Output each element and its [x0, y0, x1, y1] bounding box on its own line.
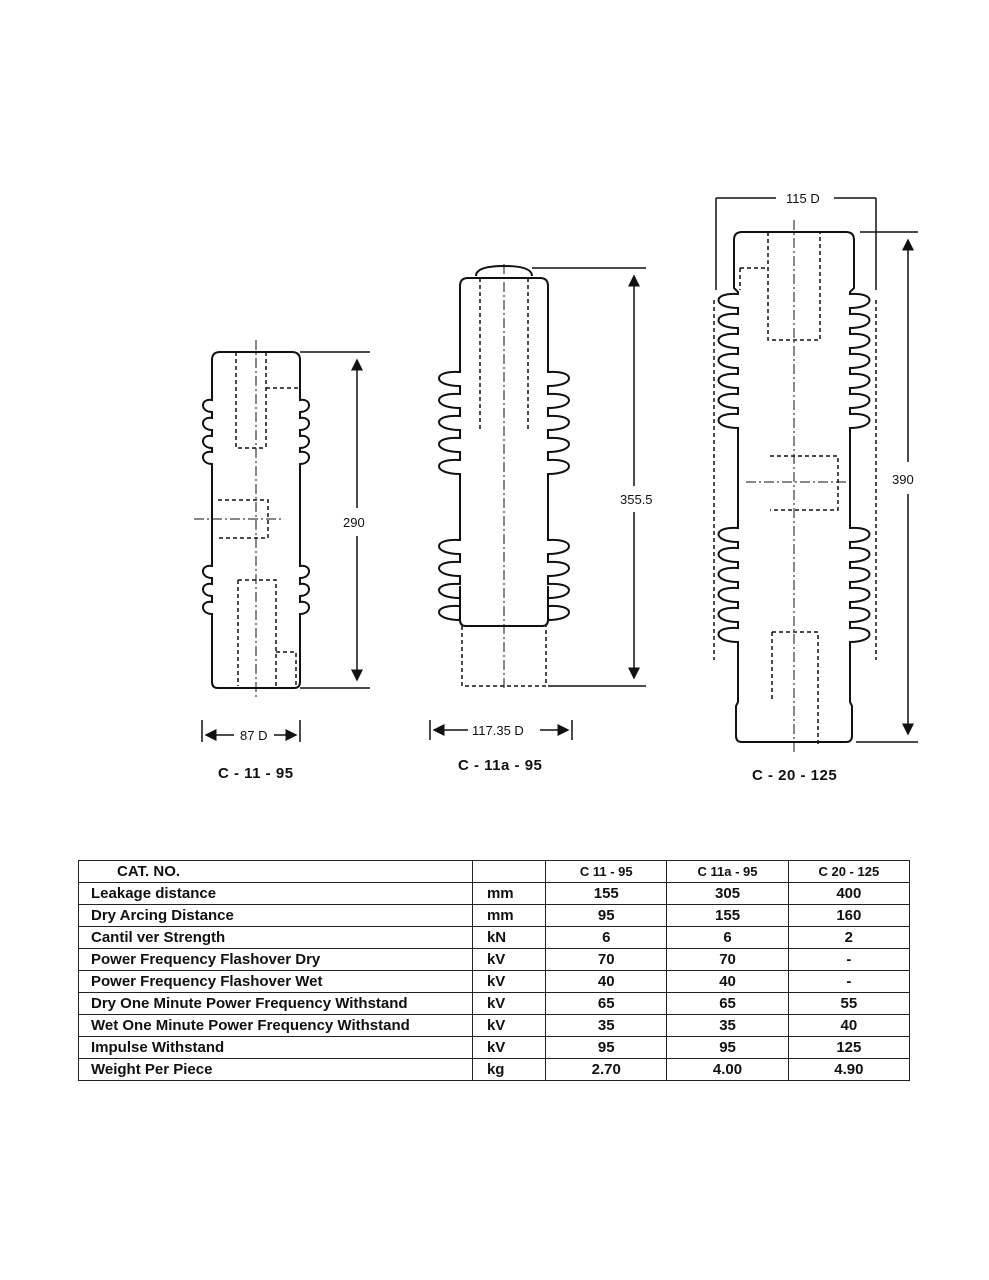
- insulator-c11-95: [194, 340, 310, 700]
- c11a-diameter-label: 117.35 D: [472, 723, 524, 738]
- insulator-c20-outline: [717, 231, 871, 743]
- c20-height-label: 390: [892, 472, 914, 487]
- insulator-c11a-outline: [438, 277, 570, 627]
- spec-header-row: CAT. NO. C 11 - 95 C 11a - 95 C 20 - 125: [78, 860, 911, 883]
- value-c11: 95: [545, 904, 668, 927]
- c11-diameter-label: 87 D: [240, 728, 267, 743]
- row-unit: kV: [471, 948, 547, 971]
- value-c11a: 6: [666, 926, 789, 949]
- row-unit: mm: [471, 904, 547, 927]
- insulator-c11a-95: [438, 264, 570, 690]
- value-c11a: 155: [666, 904, 789, 927]
- c11-centerline: [194, 340, 284, 700]
- row-label: Power Frequency Flashover Dry: [78, 948, 473, 971]
- spec-table: CAT. NO. C 11 - 95 C 11a - 95 C 20 - 125…: [78, 860, 911, 1081]
- value-c11: 6: [545, 926, 668, 949]
- value-c11a: 40: [666, 970, 789, 993]
- value-c20: 400: [787, 882, 911, 905]
- c20-dimensions: [715, 197, 918, 743]
- insulator-c20-125: [713, 220, 877, 752]
- value-c11a: 305: [666, 882, 789, 905]
- value-c20: -: [787, 948, 911, 971]
- value-c11: 2.70: [545, 1058, 668, 1081]
- insulator-drawings: 290 87 D C - 11 - 95 355.5 117.35 D C - …: [194, 191, 918, 784]
- value-c11: 40: [545, 970, 668, 993]
- row-unit: kV: [471, 992, 547, 1015]
- c11a-dimensions: [429, 267, 646, 740]
- value-c11a: 70: [666, 948, 789, 971]
- value-c11: 155: [545, 882, 668, 905]
- c11-hidden-lines: [218, 352, 298, 686]
- c11-height-label: 290: [343, 515, 365, 530]
- row-unit: kg: [471, 1058, 547, 1081]
- row-unit: kV: [471, 1036, 547, 1059]
- value-c20: 40: [787, 1014, 911, 1037]
- value-c11a: 35: [666, 1014, 789, 1037]
- row-unit: kV: [471, 1014, 547, 1037]
- col-header-c11a: C 11a - 95: [666, 860, 789, 883]
- c11a-height-label: 355.5: [620, 492, 653, 507]
- value-c20: 4.90: [787, 1058, 911, 1081]
- value-c11a: 95: [666, 1036, 789, 1059]
- unit-header: [471, 860, 547, 883]
- col-header-c20: C 20 - 125: [787, 860, 911, 883]
- value-c20: 55: [787, 992, 911, 1015]
- value-c11: 65: [545, 992, 668, 1015]
- row-label: Leakage distance: [78, 882, 473, 905]
- c11-dimensions: [201, 351, 370, 742]
- row-label: Cantil ver Strength: [78, 926, 473, 949]
- c20-caption: C - 20 - 125: [752, 767, 837, 784]
- c11-caption: C - 11 - 95: [218, 765, 294, 782]
- value-c11: 35: [545, 1014, 668, 1037]
- row-unit: mm: [471, 882, 547, 905]
- value-c11: 95: [545, 1036, 668, 1059]
- row-label: Wet One Minute Power Frequency Withstand: [78, 1014, 473, 1037]
- value-c20: 125: [787, 1036, 911, 1059]
- row-label: Power Frequency Flashover Wet: [78, 970, 473, 993]
- row-label: Impulse Withstand: [78, 1036, 473, 1059]
- table-row: Dry One Minute Power Frequency Withstand…: [78, 992, 911, 1015]
- c11a-caption: C - 11a - 95: [458, 757, 542, 774]
- value-c20: 2: [787, 926, 911, 949]
- row-label: Dry Arcing Distance: [78, 904, 473, 927]
- value-c11a: 65: [666, 992, 789, 1015]
- c20-centerline: [746, 220, 850, 752]
- table-row: Wet One Minute Power Frequency Withstand…: [78, 1014, 911, 1037]
- row-unit: kV: [471, 970, 547, 993]
- c20-diameter-label: 115 D: [786, 191, 820, 206]
- row-label: Weight Per Piece: [78, 1058, 473, 1081]
- insulator-c11-outline: [202, 351, 310, 689]
- col-header-c11: C 11 - 95: [545, 860, 668, 883]
- row-unit: kN: [471, 926, 547, 949]
- value-c11a: 4.00: [666, 1058, 789, 1081]
- value-c20: -: [787, 970, 911, 993]
- row-label: Dry One Minute Power Frequency Withstand: [78, 992, 473, 1015]
- value-c11: 70: [545, 948, 668, 971]
- c20-hidden-lines: [713, 232, 877, 744]
- cat-no-header: CAT. NO.: [78, 860, 473, 883]
- value-c20: 160: [787, 904, 911, 927]
